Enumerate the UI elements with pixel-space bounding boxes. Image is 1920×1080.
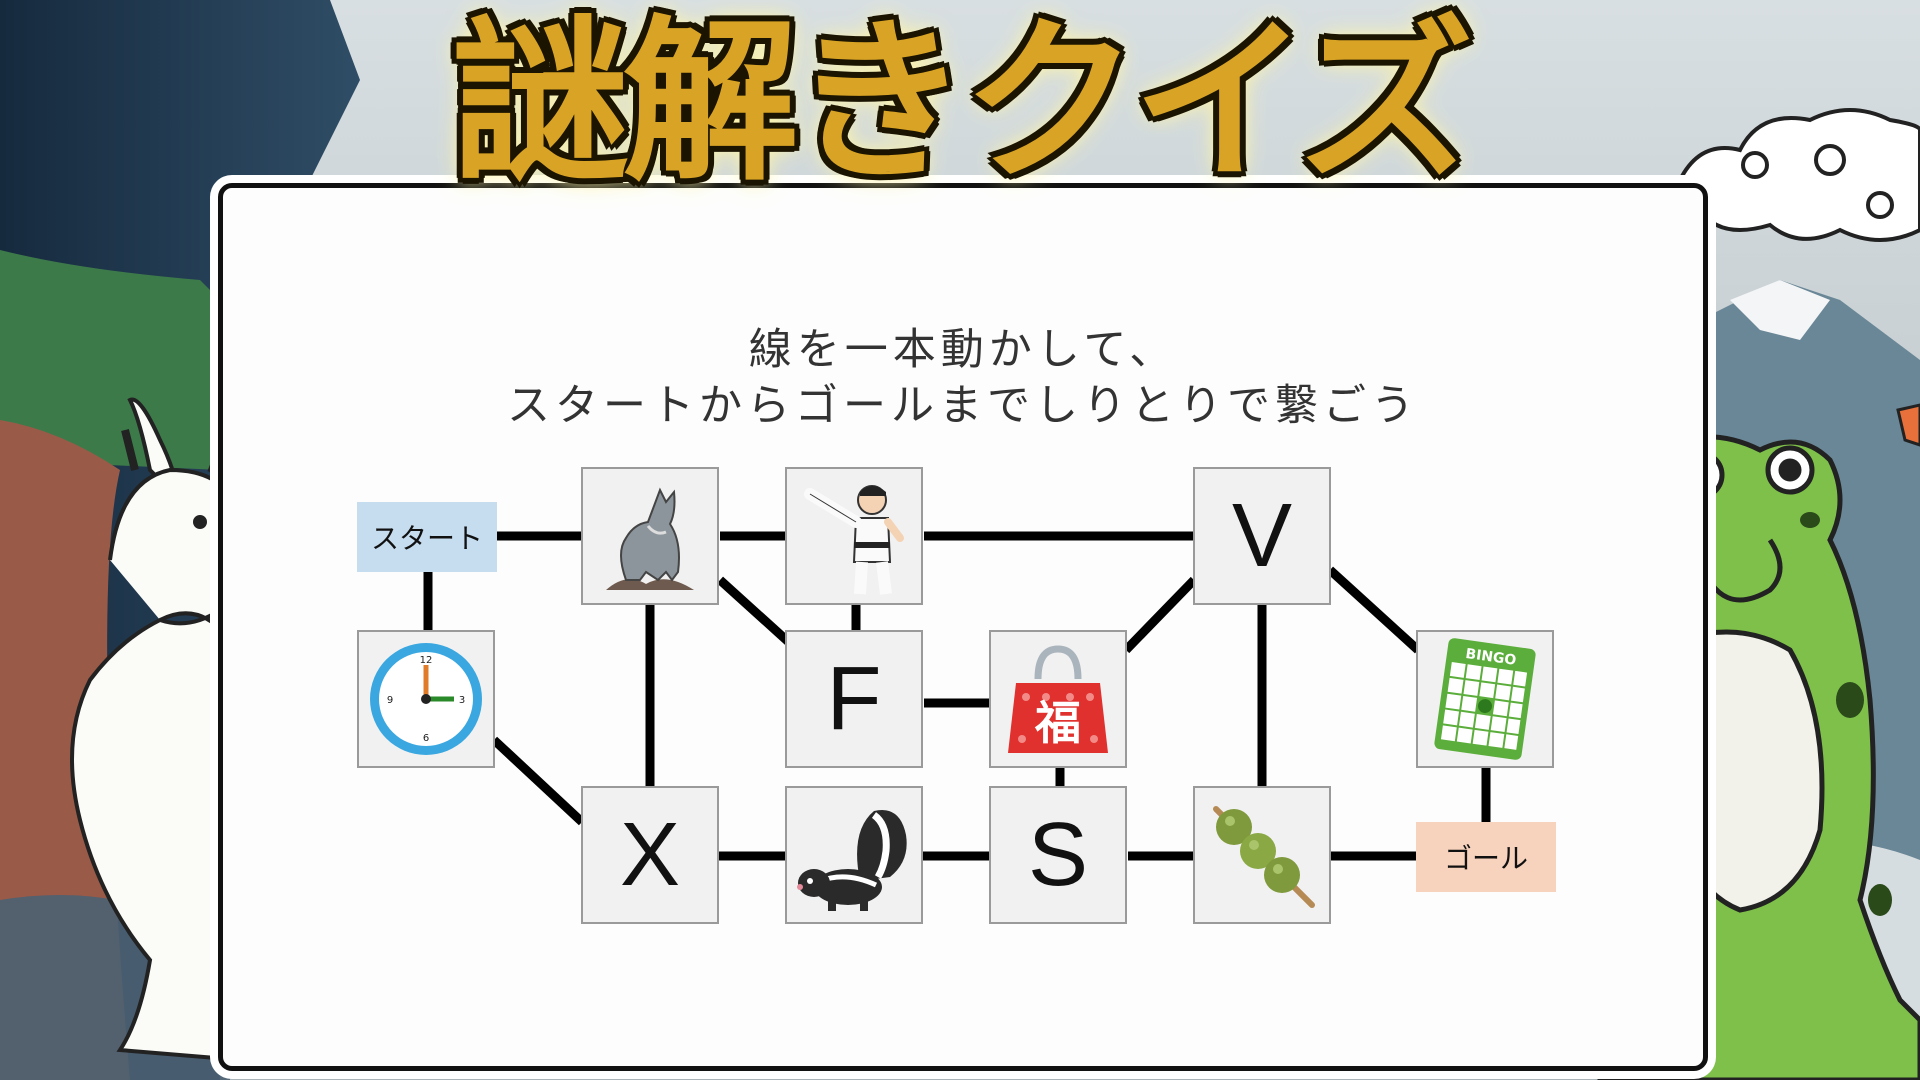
goal-box: ゴール — [1416, 822, 1556, 892]
tile-dango[interactable] — [1193, 786, 1331, 924]
left-green-hill — [0, 250, 220, 470]
instructions: 線を一本動かして、 スタートからゴールまでしりとりで繋ごう — [218, 322, 1708, 434]
tile-lucky-bag[interactable]: 福 — [989, 630, 1127, 768]
line-luckybag-v[interactable] — [1122, 576, 1198, 654]
page-title: 謎解きクイズ — [452, 0, 1474, 205]
tile-skunk[interactable] — [785, 786, 923, 924]
start-box: スタート — [357, 502, 497, 572]
bingo-card-icon: BINGO — [1434, 638, 1536, 760]
tile-karate[interactable] — [785, 467, 923, 605]
letter-f: F — [826, 649, 882, 749]
puzzle-board — [218, 183, 1708, 1071]
tile-f[interactable]: F — [785, 630, 923, 768]
tile-bingo[interactable]: BINGO — [1416, 630, 1554, 768]
svg-text:3: 3 — [459, 695, 465, 706]
letter-x: X — [619, 805, 681, 905]
lucky-bag-text: 福 — [1034, 696, 1081, 750]
tile-clock[interactable]: 12 3 6 9 — [357, 630, 495, 768]
instruction-line-2: スタートからゴールまでしりとりで繋ごう — [507, 381, 1419, 431]
tile-x[interactable]: X — [581, 786, 719, 924]
right-cloud — [1675, 108, 1920, 242]
tile-s[interactable]: S — [989, 786, 1127, 924]
line-v-bingo[interactable] — [1326, 566, 1422, 654]
line-clock-x[interactable] — [490, 736, 586, 826]
letter-s: S — [1027, 805, 1089, 905]
svg-text:12: 12 — [420, 655, 433, 666]
bingo-card-text: BINGO — [1464, 646, 1517, 669]
letter-v: V — [1231, 486, 1293, 586]
instruction-line-1: 線を一本動かして、 — [748, 325, 1178, 375]
howling-wolf-icon — [606, 487, 694, 590]
lucky-bag-icon: 福 — [1008, 645, 1108, 753]
tile-v[interactable]: V — [1193, 467, 1331, 605]
karate-kick-icon — [804, 485, 904, 595]
svg-text:9: 9 — [387, 695, 393, 706]
dango-icon — [1213, 806, 1315, 908]
tile-wolf[interactable] — [581, 467, 719, 605]
clock-icon: 12 3 6 9 — [370, 643, 482, 755]
skunk-icon — [797, 810, 907, 911]
svg-text:6: 6 — [423, 733, 429, 744]
